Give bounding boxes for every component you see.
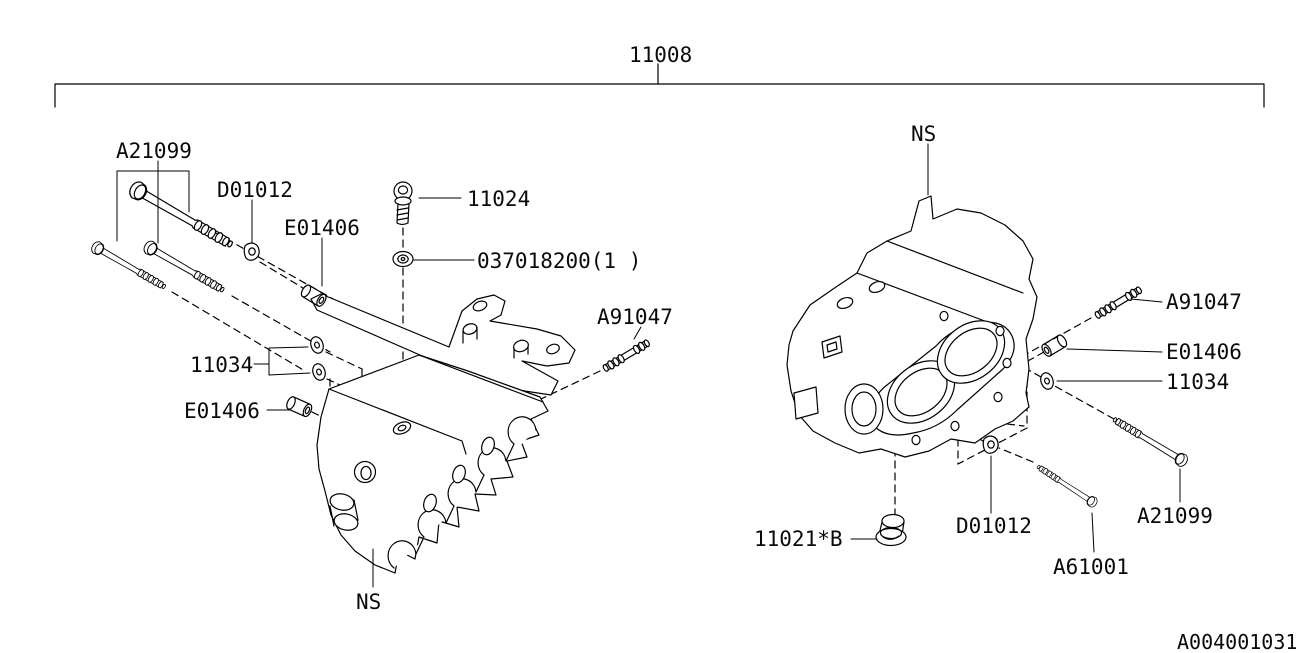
callout-left-e01406-lower[interactable]: E01406: [184, 399, 260, 423]
d01012-washer-right-drawing: [982, 435, 999, 454]
a21099-bolt-2-drawing: [141, 238, 228, 297]
callout-left-11034[interactable]: 11034: [190, 353, 253, 377]
assembly-bracket: [54, 63, 1265, 108]
w11034-washer-right-drawing: [1038, 370, 1056, 392]
w11034-washer-left-2-drawing: [310, 361, 328, 383]
callout-right-e01406[interactable]: E01406: [1166, 340, 1242, 364]
w037018200-washer-drawing: [392, 250, 414, 268]
callout-right-a61001[interactable]: A61001: [1053, 555, 1129, 579]
a91047-stud-right-drawing: [1093, 284, 1144, 321]
callout-right-11021b[interactable]: 11021*B: [754, 527, 843, 551]
fastener-part-drawings: [89, 178, 1191, 547]
p11021b-plug-drawing: [875, 513, 907, 547]
a91047-stud-left-drawing: [601, 337, 652, 374]
callout-left-a91047[interactable]: A91047: [597, 305, 673, 329]
callout-left-e01406-upper[interactable]: E01406: [284, 216, 360, 240]
callout-left-d01012[interactable]: D01012: [217, 178, 293, 202]
callout-left-11024[interactable]: 11024: [467, 187, 530, 211]
b11024-bolt-drawing: [393, 181, 413, 226]
callout-right-11034[interactable]: 11034: [1166, 370, 1229, 394]
callout-left-ns[interactable]: NS: [356, 590, 381, 614]
e01406-dowel-lower-left-drawing: [284, 394, 315, 419]
d01012-washer-left-drawing: [243, 242, 260, 261]
e01406-dowel-right-drawing: [1039, 332, 1070, 359]
leader-lines: [116, 143, 1181, 588]
callout-right-a91047[interactable]: A91047: [1166, 290, 1242, 314]
callout-left-a21099[interactable]: A21099: [116, 139, 192, 163]
callout-left-037018200[interactable]: 037018200(1 ): [477, 249, 641, 273]
callout-right-ns[interactable]: NS: [911, 122, 936, 146]
callout-assembly-11008[interactable]: 11008: [629, 43, 692, 67]
callout-labels: 11008 A21099 D01012 E01406 11024 0370182…: [116, 43, 1297, 653]
a61001-bolt-drawing: [1034, 461, 1100, 510]
drawing-number: A004001031: [1177, 630, 1297, 653]
left-cylinder-block-drawing: [171, 227, 601, 574]
callout-right-a21099[interactable]: A21099: [1137, 504, 1213, 528]
w11034-washer-left-1-drawing: [308, 334, 326, 356]
right-cylinder-block-drawing: [786, 195, 1115, 515]
a21099-bolt-right-drawing: [1109, 413, 1191, 469]
callout-right-d01012[interactable]: D01012: [956, 514, 1032, 538]
